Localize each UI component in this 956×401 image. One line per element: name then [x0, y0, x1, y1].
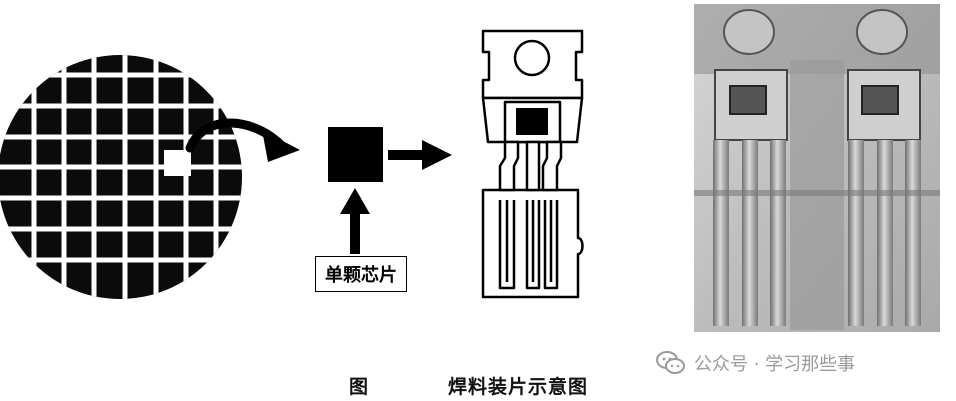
- wafer-scribe-line: [61, 55, 67, 299]
- wechat-icon: [656, 351, 685, 374]
- wafer-scribe-line: [0, 195, 242, 201]
- figure-prefix: 图: [349, 376, 369, 398]
- single-chip: [328, 127, 383, 182]
- mounted-chip: [516, 108, 548, 135]
- wafer-scribe-line: [0, 103, 242, 109]
- wafer-scribe-line: [0, 134, 242, 140]
- place-arrow: [388, 140, 452, 170]
- label-pointer-arrow: [340, 188, 370, 254]
- leadframe: [481, 29, 584, 299]
- wafer-scribe-line: [91, 55, 97, 299]
- pick-arrow: [185, 118, 300, 162]
- wafer-scribe-line: [0, 257, 242, 263]
- figure-caption: 焊料装片示意图: [448, 376, 589, 398]
- wafer-scribe-line: [213, 55, 219, 299]
- leadframe-photo: [694, 4, 940, 332]
- wafer-scribe-line: [183, 55, 189, 299]
- wafer-scribe-line: [122, 55, 128, 299]
- wafer: [0, 55, 242, 299]
- wafer-scribe-line: [0, 226, 242, 232]
- wafer-scribe-line: [153, 55, 159, 299]
- wafer-scribe-line: [0, 164, 242, 170]
- watermark: 公众号 · 学习那些事: [656, 346, 855, 380]
- wafer-scribe-line: [0, 72, 242, 78]
- single-chip-label: 单颗芯片: [315, 256, 407, 292]
- watermark-text: 公众号 · 学习那些事: [694, 354, 856, 375]
- selected-die: [164, 150, 191, 176]
- wafer-scribe-line: [31, 55, 37, 299]
- wafer-grid: [0, 55, 242, 299]
